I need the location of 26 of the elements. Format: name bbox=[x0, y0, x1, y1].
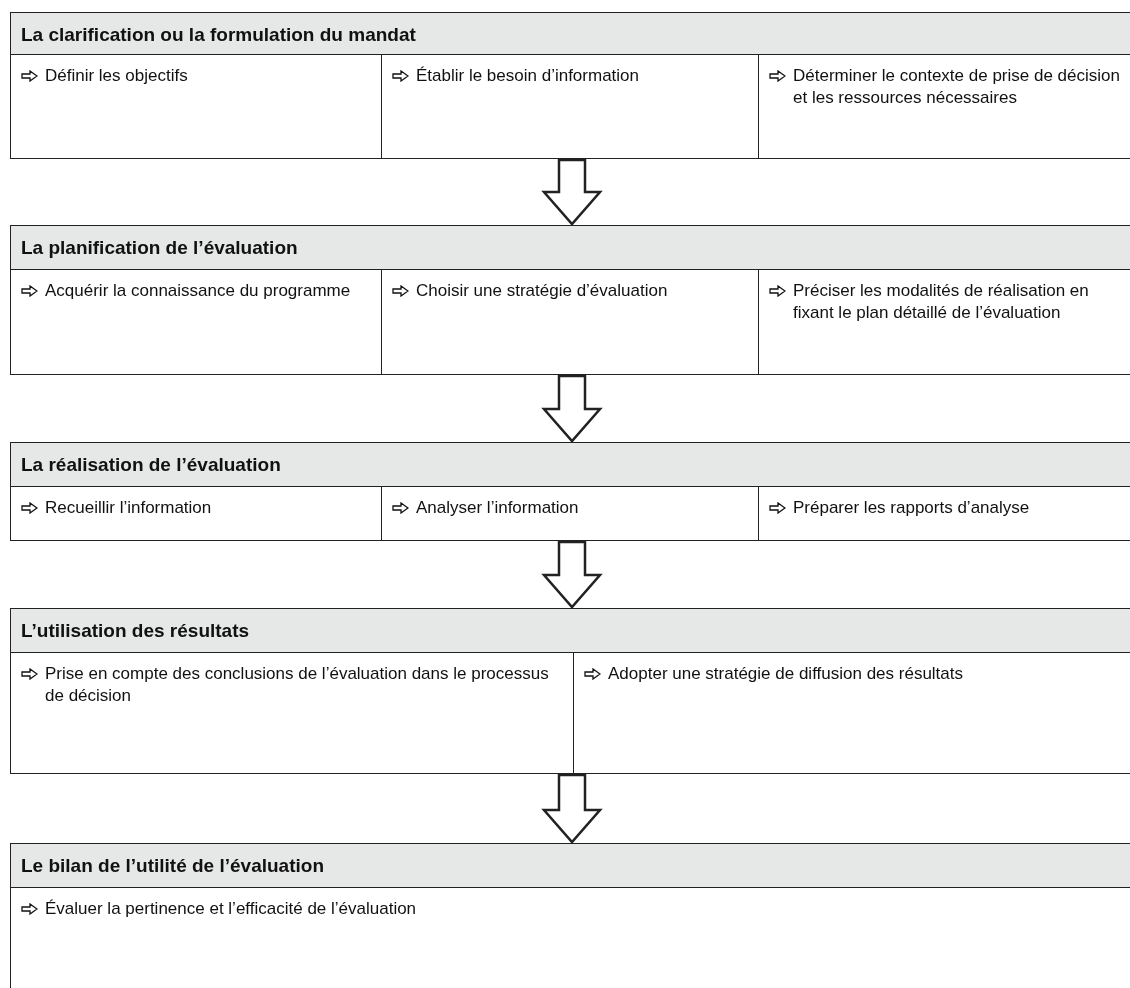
stage-heading: L’utilisation des résultats bbox=[21, 620, 250, 642]
task-text: Préparer les rapports d’analyse bbox=[793, 497, 1031, 519]
stage-heading: La clarification ou la formulation du mandat bbox=[21, 24, 416, 46]
stage-panel bbox=[10, 225, 1130, 375]
stage-panel bbox=[10, 843, 1130, 988]
task-text: Adopter une stratégie de diffusion des résultats bbox=[608, 663, 965, 685]
task-text: Évaluer la pertinence et l’efficacité de l’évaluation bbox=[45, 898, 418, 920]
stage-panel bbox=[10, 12, 1130, 159]
stage-heading: Le bilan de l’utilité de l’évaluation bbox=[21, 855, 324, 877]
block-arrow bbox=[541, 540, 603, 609]
block-arrow bbox=[541, 773, 603, 844]
task-text: Analyser l’information bbox=[416, 497, 580, 519]
task-text: Choisir une stratégie d’évaluation bbox=[416, 280, 669, 302]
stage-panel bbox=[10, 442, 1130, 541]
task-text: Recueillir l’information bbox=[45, 497, 213, 519]
task-text: Prise en compte des conclusions de l’évaluation dans le processus de décision bbox=[45, 663, 550, 707]
task-text: Déterminer le contexte de prise de décision et les ressources nécessaires bbox=[793, 65, 1120, 109]
stage-heading: La planification de l’évaluation bbox=[21, 237, 298, 259]
block-arrow bbox=[541, 374, 603, 443]
stage-heading: La réalisation de l’évaluation bbox=[21, 454, 281, 476]
task-text: Préciser les modalités de réalisation en fixant le plan détaillé de l’évaluation bbox=[793, 280, 1090, 324]
block-arrow bbox=[541, 158, 603, 226]
task-text: Établir le besoin d’information bbox=[416, 65, 640, 87]
task-text: Définir les objectifs bbox=[45, 65, 189, 87]
stage-panel bbox=[10, 608, 1130, 774]
task-text: Acquérir la connaissance du programme bbox=[45, 280, 352, 302]
